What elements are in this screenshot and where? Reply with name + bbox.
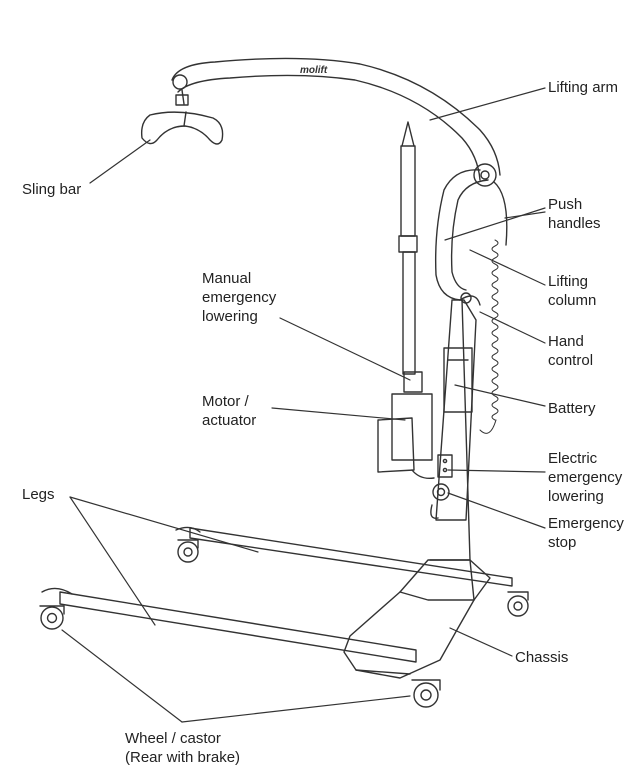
label-lifting-column-line2: column — [548, 292, 597, 309]
label-motor-actuator: Motor / actuator — [202, 392, 256, 430]
label-motor-line2: actuator — [202, 412, 257, 429]
label-hand-control-line2: control — [548, 352, 594, 369]
actuator-rod — [398, 121, 418, 375]
control-panel — [430, 454, 453, 519]
push-handles — [434, 169, 508, 301]
label-motor-line1: Motor / — [202, 393, 249, 410]
label-sling-bar: Sling bar — [22, 181, 82, 198]
chassis — [343, 559, 491, 679]
label-electric-line2: emergency — [548, 469, 623, 486]
wheels — [39, 539, 529, 708]
label-lifting-arm: Lifting arm — [548, 79, 619, 96]
sling-bar — [140, 89, 224, 145]
legs — [41, 526, 513, 663]
label-hand-control-line1: Hand — [548, 333, 584, 350]
label-chassis: Chassis — [515, 649, 569, 666]
lifting-column — [429, 292, 481, 561]
brand-logo: molift — [300, 65, 328, 76]
label-push-handles-line1: Push — [548, 196, 583, 213]
label-manual-line2: emergency — [202, 289, 277, 306]
label-manual-line1: Manual — [202, 270, 252, 287]
motor-actuator — [377, 371, 435, 480]
lifting-arm — [171, 57, 501, 187]
label-lifting-column-line1: Lifting — [548, 273, 589, 290]
label-legs: Legs — [22, 486, 55, 503]
label-manual-line3: lowering — [202, 308, 258, 325]
label-manual-emergency-lowering: Manual emergency lowering — [202, 269, 276, 326]
label-battery: Battery — [548, 400, 596, 417]
label-emergency-stop: Emergency stop — [548, 514, 624, 552]
label-wheel-castor: Wheel / castor (Rear with brake) — [125, 729, 240, 767]
leader-lines — [61, 87, 546, 723]
label-hand-control: Hand control — [548, 332, 593, 370]
label-wheel-line1: Wheel / castor — [125, 730, 221, 747]
label-emergency-stop-line1: Emergency — [548, 515, 624, 532]
label-push-handles-line2: handles — [548, 215, 601, 232]
label-lifting-column: Lifting column — [548, 272, 596, 310]
label-push-handles: Push handles — [548, 195, 601, 233]
battery — [443, 347, 473, 413]
label-emergency-stop-line2: stop — [548, 534, 577, 551]
label-electric-emergency-lowering: Electric emergency lowering — [548, 449, 622, 506]
label-wheel-line2: (Rear with brake) — [125, 749, 241, 766]
hand-control-cord — [479, 239, 499, 434]
label-electric-line3: lowering — [548, 488, 604, 505]
label-electric-line1: Electric — [548, 450, 598, 467]
